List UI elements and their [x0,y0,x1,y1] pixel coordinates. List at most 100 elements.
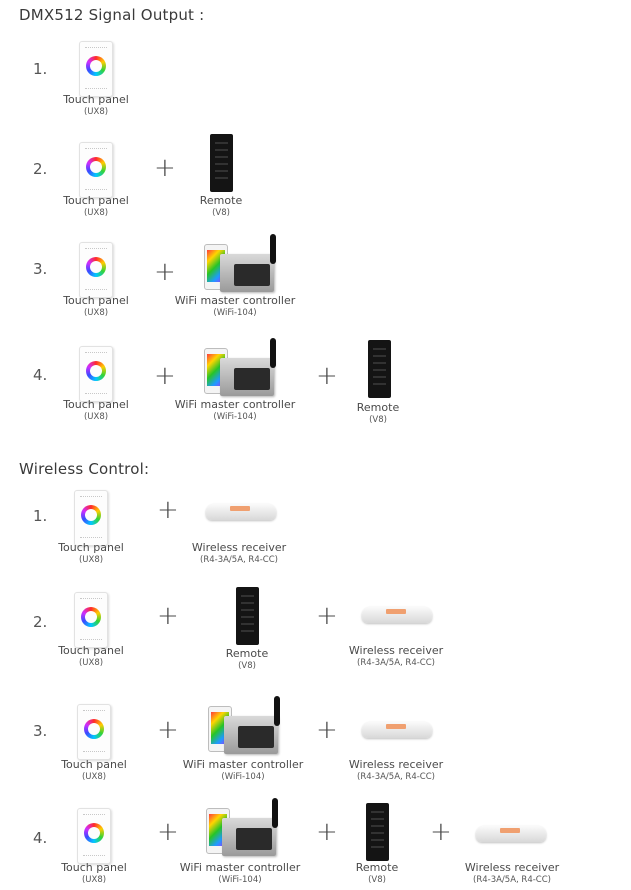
plus-icon: + [154,361,176,391]
touch-panel-caption: Touch panel(UX8) [56,194,136,220]
touch-panel-image [77,808,111,864]
device-model: (UX8) [81,875,107,885]
device-name: Remote [225,647,269,660]
row-number: 3. [33,722,48,740]
device-name: WiFi master controller [174,398,296,411]
plus-icon: + [154,153,176,183]
remote-caption: Remote(V8) [207,647,287,673]
plus-icon: + [154,257,176,287]
wifi-controller-image [208,696,286,760]
touch-panel-caption: Touch panel(UX8) [51,541,131,567]
device-model: (WiFi-104) [221,772,265,782]
device-model: (WiFi-104) [218,875,262,885]
device-model: (R4-3A/5A, R4-CC) [200,555,278,565]
touch-panel-image [77,704,111,760]
row-number: 1. [33,60,48,78]
row-number: 4. [33,366,48,384]
row-number: 2. [33,160,48,178]
device-model: (UX8) [83,412,109,422]
wifi-controller-caption: WiFi master controller(WiFi-104) [170,861,310,887]
touch-panel-image [79,41,113,97]
device-model: (WiFi-104) [213,308,257,318]
remote-image [368,340,391,398]
touch-panel-image [79,142,113,198]
device-model: (V8) [212,208,230,218]
wifi-controller-caption: WiFi master controller(WiFi-104) [165,294,305,320]
device-name: Touch panel [63,398,129,411]
remote-image [236,587,259,645]
device-model: (WiFi-104) [213,412,257,422]
device-model: (R4-3A/5A, R4-CC) [357,658,435,668]
device-model: (V8) [368,875,386,885]
section-title-wireless: Wireless Control: [19,460,150,478]
device-model: (R4-3A/5A, R4-CC) [473,875,551,885]
device-name: WiFi master controller [174,294,296,307]
device-model: (UX8) [83,208,109,218]
device-name: Touch panel [63,194,129,207]
device-name: Wireless receiver [348,758,444,771]
plus-icon: + [430,817,452,847]
plus-icon: + [157,601,179,631]
wireless-receiver-caption: Wireless receiver(R4-3A/5A, R4-CC) [174,541,304,567]
wireless-receiver-caption: Wireless receiver(R4-3A/5A, R4-CC) [447,861,577,887]
wireless-receiver-image [362,603,432,625]
touch-panel-image [74,592,108,648]
remote-caption: Remote(V8) [181,194,261,220]
remote-caption: Remote(V8) [338,401,418,427]
section-title-dmx512: DMX512 Signal Output : [19,6,205,24]
device-name: Touch panel [61,861,127,874]
device-name: Remote [199,194,243,207]
device-model: (UX8) [78,555,104,565]
row-number: 4. [33,829,48,847]
device-name: Touch panel [63,294,129,307]
device-name: Touch panel [58,541,124,554]
device-model: (V8) [369,415,387,425]
plus-icon: + [316,361,338,391]
device-name: Remote [356,401,400,414]
remote-image [210,134,233,192]
row-number: 2. [33,613,48,631]
wifi-controller-image [204,234,282,298]
plus-icon: + [157,817,179,847]
touch-panel-caption: Touch panel(UX8) [54,758,134,784]
touch-panel-caption: Touch panel(UX8) [51,644,131,670]
wireless-receiver-caption: Wireless receiver(R4-3A/5A, R4-CC) [331,644,461,670]
device-name: Touch panel [61,758,127,771]
device-model: (UX8) [83,308,109,318]
remote-image [366,803,389,861]
touch-panel-image [74,490,108,546]
plus-icon: + [157,495,179,525]
device-name: Wireless receiver [348,644,444,657]
plus-icon: + [316,715,338,745]
device-name: Wireless receiver [191,541,287,554]
plus-icon: + [316,817,338,847]
device-name: Touch panel [58,644,124,657]
touch-panel-image [79,346,113,402]
row-number: 3. [33,260,48,278]
device-model: (UX8) [83,107,109,117]
wireless-receiver-caption: Wireless receiver(R4-3A/5A, R4-CC) [331,758,461,784]
plus-icon: + [157,715,179,745]
row-number: 1. [33,507,48,525]
device-model: (UX8) [78,658,104,668]
wifi-controller-image [206,798,284,862]
touch-panel-caption: Touch panel(UX8) [56,398,136,424]
device-name: Touch panel [63,93,129,106]
wireless-receiver-image [206,500,276,522]
device-model: (R4-3A/5A, R4-CC) [357,772,435,782]
touch-panel-caption: Touch panel(UX8) [56,294,136,320]
wifi-controller-caption: WiFi master controller(WiFi-104) [173,758,313,784]
device-name: WiFi master controller [179,861,301,874]
plus-icon: + [316,601,338,631]
touch-panel-image [79,242,113,298]
wifi-controller-image [204,338,282,402]
wireless-receiver-image [362,718,432,740]
device-name: Remote [355,861,399,874]
device-name: Wireless receiver [464,861,560,874]
wireless-receiver-image [476,822,546,844]
remote-caption: Remote(V8) [337,861,417,887]
device-name: WiFi master controller [182,758,304,771]
touch-panel-caption: Touch panel(UX8) [54,861,134,887]
wifi-controller-caption: WiFi master controller(WiFi-104) [165,398,305,424]
device-model: (UX8) [81,772,107,782]
